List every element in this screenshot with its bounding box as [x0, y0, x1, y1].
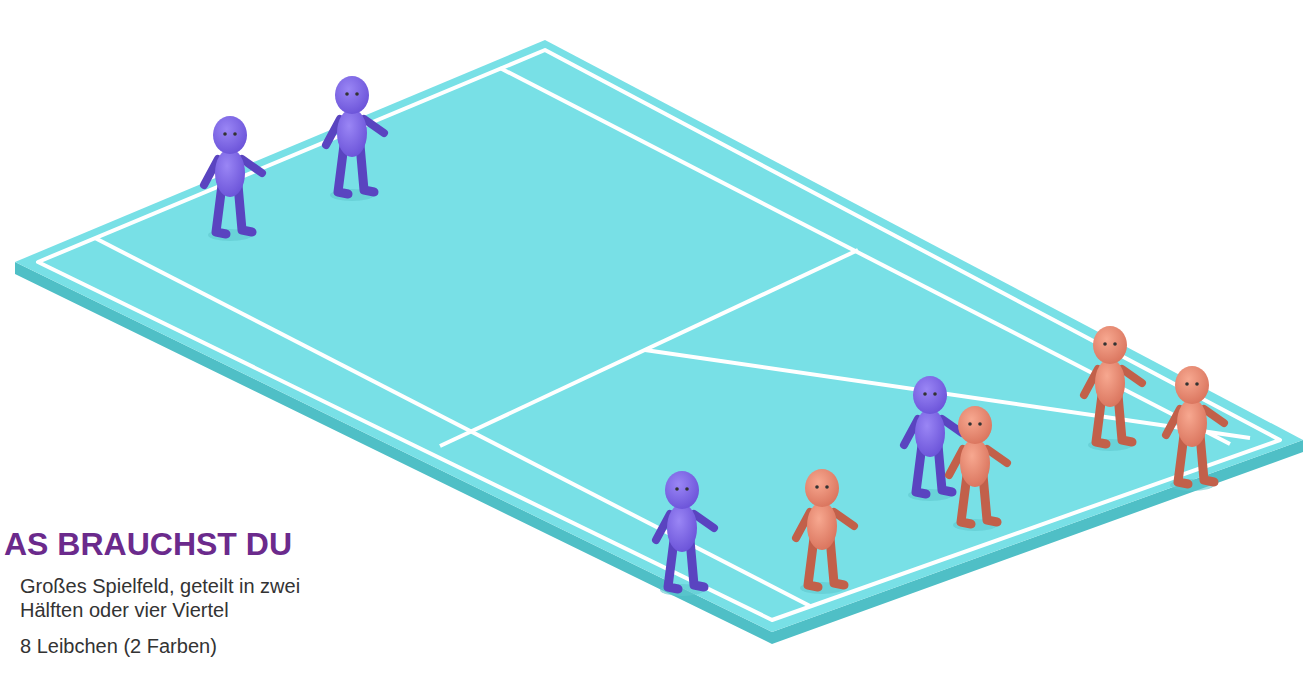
player-figure-part: [238, 185, 252, 232]
player-figure-part: [807, 502, 837, 550]
player-figure-part: [1103, 342, 1107, 346]
player-figure-part: [958, 406, 992, 444]
player-figure-part: [345, 92, 349, 96]
player-figure-part: [364, 119, 384, 133]
player-figure-part: [1175, 366, 1209, 404]
player-figure-part: [213, 116, 247, 154]
player-figure-part: [675, 487, 679, 491]
player-figure-part: [834, 512, 854, 526]
player-figure-part: [960, 439, 990, 487]
heading: AS BRAUCHST DU: [4, 526, 292, 563]
player-figure-part: [796, 469, 854, 594]
player-figure-part: [968, 422, 972, 426]
player-figure-part: [685, 487, 689, 491]
player-figure-part: [215, 149, 245, 197]
list-item: Großes Spielfeld, geteilt in zwei Hälfte…: [20, 574, 350, 622]
player-figure-part: [656, 471, 714, 596]
player-figure-part: [1200, 435, 1214, 482]
player-figure-part: [1113, 342, 1117, 346]
player-figure-part: [805, 469, 839, 507]
player-figure-part: [913, 376, 947, 414]
player-figure-part: [1084, 326, 1142, 451]
player-figure-part: [815, 485, 819, 489]
player-figure-part: [825, 485, 829, 489]
player-figure-part: [223, 132, 227, 136]
player-figure-part: [665, 471, 699, 509]
player-figure-part: [1093, 326, 1127, 364]
player-figure-part: [360, 145, 374, 192]
player-figure-part: [690, 540, 704, 587]
player-figure-part: [933, 392, 937, 396]
player-figure-part: [1185, 382, 1189, 386]
player-figure-part: [1122, 369, 1142, 383]
list-item: 8 Leibchen (2 Farben): [20, 634, 350, 658]
player-figure-part: [1118, 395, 1132, 442]
player-figure-part: [978, 422, 982, 426]
player-figure-part: [242, 159, 262, 173]
player-figure-part: [1204, 409, 1224, 423]
player-figure-part: [694, 514, 714, 528]
player-figure-part: [326, 76, 384, 201]
player-figure-part: [830, 538, 844, 585]
player-figure-part: [355, 92, 359, 96]
player-figure-part: [667, 504, 697, 552]
player-figure-part: [1095, 359, 1125, 407]
player-figure-part: [233, 132, 237, 136]
player-figure-part: [1177, 399, 1207, 447]
player-figure-part: [987, 449, 1007, 463]
player-figure-part: [904, 376, 962, 501]
player-figure-part: [335, 76, 369, 114]
player-figure-part: [1195, 382, 1199, 386]
player-figure-part: [949, 406, 1007, 531]
player-figure-part: [915, 409, 945, 457]
player-figure-part: [337, 109, 367, 157]
player-figure-part: [1166, 366, 1224, 491]
player-figure-part: [983, 475, 997, 522]
player-figure-part: [923, 392, 927, 396]
player-figure-part: [204, 116, 262, 241]
